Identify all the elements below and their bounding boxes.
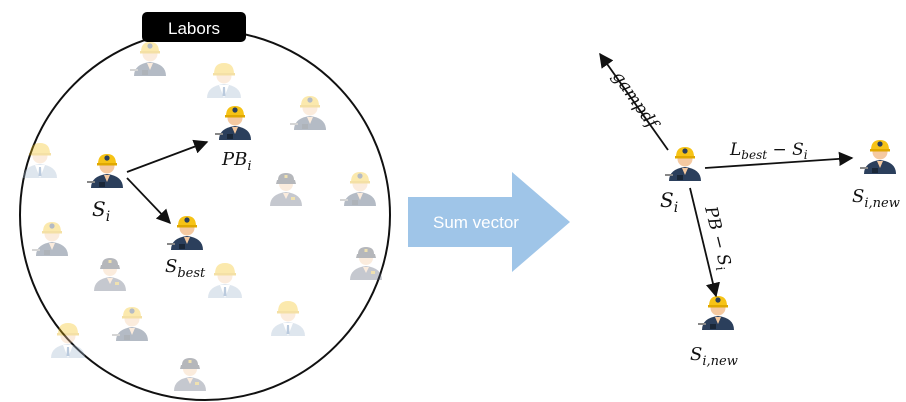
labors-title: Labors <box>168 19 220 38</box>
label-si: Si <box>92 197 110 225</box>
update-group: Si gampdf Lbest − Si PB − Si Si,new Si,n… <box>599 52 900 369</box>
worker-snew-right-icon <box>860 140 896 174</box>
labors-circle <box>19 29 391 401</box>
sum-vector-arrow: Sum vector <box>408 172 570 272</box>
label-lbest-minus-si: Lbest − Si <box>729 140 808 162</box>
arrow-si-to-sbest <box>126 177 171 225</box>
label-pbi: PBi <box>221 149 252 174</box>
arrow-gampdf <box>599 52 669 151</box>
label-pb-minus-si: PB − Si <box>698 203 735 272</box>
labors-tag-bg <box>142 12 246 42</box>
sum-vector-shape <box>408 172 570 272</box>
label-si-right: Si <box>660 188 678 216</box>
arrow-lbest <box>704 151 854 169</box>
worker-snew-bottom-icon <box>698 296 734 330</box>
label-sbest: Sbest <box>165 256 206 281</box>
arrow-pb <box>689 187 720 298</box>
labors-title-tag: Labors <box>142 12 246 42</box>
label-snew-right: Si,new <box>852 186 900 211</box>
label-gampdf: gampdf <box>608 67 663 134</box>
labors-group: Labors Si PBi Sbest <box>19 12 391 401</box>
sum-vector-label: Sum vector <box>433 213 519 232</box>
label-snew-bottom: Si,new <box>690 344 738 369</box>
worker-si-right-icon <box>665 147 701 181</box>
arrow-si-to-pbi <box>126 139 209 173</box>
